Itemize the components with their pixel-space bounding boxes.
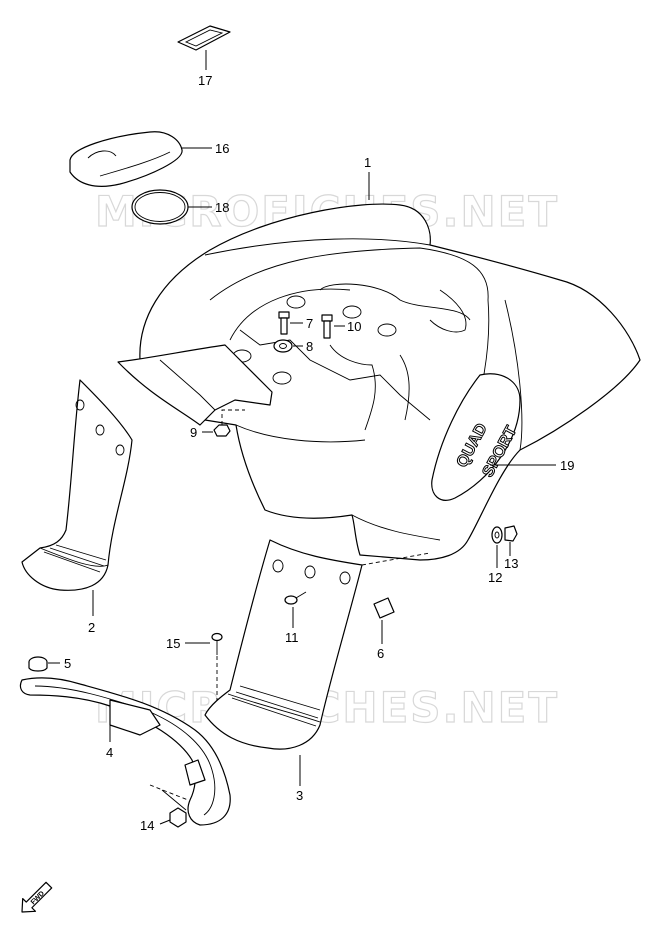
label-part-13[interactable]: 13 [504,556,518,571]
label-part-15[interactable]: 15 [166,636,180,651]
part-9-nut [202,409,245,437]
label-part-7[interactable]: 7 [306,316,313,331]
label-part-14[interactable]: 14 [140,818,154,833]
part-14-bolt [149,784,189,828]
part-4-grab-bar [19,677,231,826]
part-6-pad [373,597,395,644]
part-1-front-lip [117,344,273,426]
label-part-8[interactable]: 8 [306,339,313,354]
label-part-19[interactable]: 19 [560,458,574,473]
label-part-5[interactable]: 5 [64,656,71,671]
part-12-washer [491,526,503,568]
label-part-3[interactable]: 3 [296,788,303,803]
label-part-16[interactable]: 16 [215,141,229,156]
label-part-12[interactable]: 12 [488,570,502,585]
part-13-nut [504,525,518,556]
label-part-6[interactable]: 6 [377,646,384,661]
label-part-4[interactable]: 4 [106,745,113,760]
label-part-1[interactable]: 1 [364,155,371,170]
part-1-rear-fender [139,172,641,561]
part-2-left-footwell [21,379,133,616]
label-part-18[interactable]: 18 [215,200,229,215]
label-part-17[interactable]: 17 [198,73,212,88]
label-part-9[interactable]: 9 [190,425,197,440]
part-7-bolt [278,311,303,335]
part-10-bolt [321,314,345,339]
part-17-pad [177,25,231,70]
fwd-arrow-icon: FWD [21,881,53,913]
label-part-2[interactable]: 2 [88,620,95,635]
part-5-cap [28,656,60,672]
part-8-washer [273,339,303,353]
label-part-11[interactable]: 11 [285,630,299,645]
part-labels: 1 2 3 4 5 6 7 8 9 10 11 12 13 14 15 16 1… [64,73,574,833]
part-3-right-footwell [204,539,431,786]
part-19-decal: QUAD SPORT [431,373,556,501]
label-part-10[interactable]: 10 [347,319,361,334]
part-18-ring [131,189,212,225]
part-15-screw [185,632,223,700]
part-11-screw [284,591,307,628]
part-16-cushion [69,131,212,187]
